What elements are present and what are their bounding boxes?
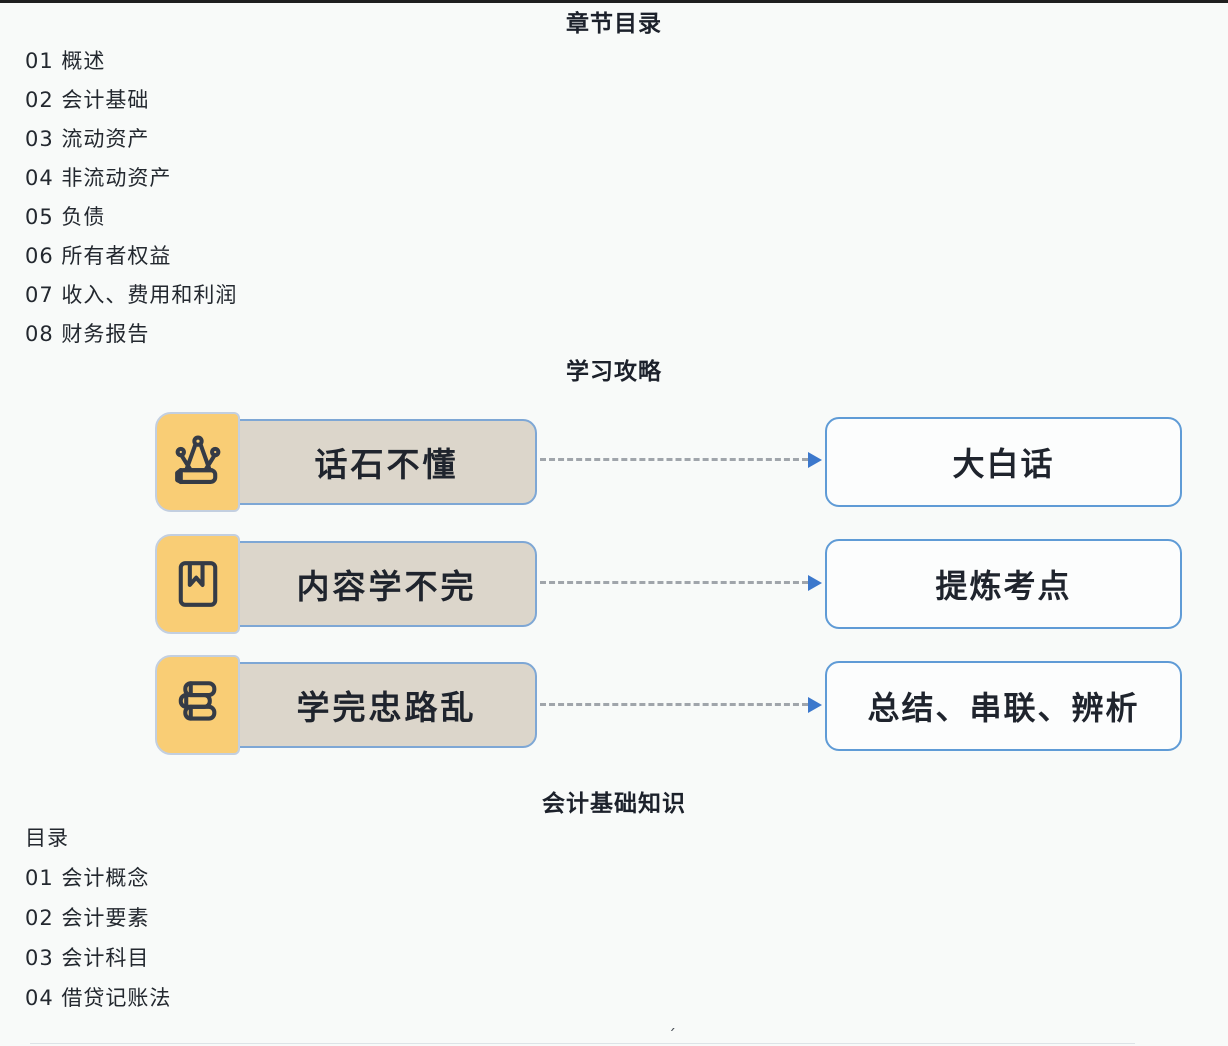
bottom-divider <box>30 1043 1135 1044</box>
strategy-problem-box: 内容学不完 <box>155 534 537 634</box>
list-item: 04 借贷记账法 <box>25 986 172 1010</box>
list-item: 01 会计概念 <box>25 866 150 890</box>
chapter-item: 03 流动资产 <box>25 127 150 151</box>
basics-list: 目录 01 会计概念 02 会计要素 03 会计科目 04 借贷记账法 <box>25 818 171 1018</box>
dashed-connector <box>540 581 808 584</box>
strategy-problem-box: 学完忠路乱 <box>155 655 537 755</box>
list-item: 03 会计科目 <box>25 946 150 970</box>
chapter-list: 01 概述 02 会计基础 03 流动资产 04 非流动资产 05 负债 06 … <box>25 42 237 354</box>
strategy-problem-label: 内容学不完 <box>236 541 537 627</box>
book-bookmark-icon <box>155 534 240 634</box>
strategy-problem-label: 学完忠路乱 <box>236 662 537 748</box>
strategy-problem-label: 话石不懂 <box>236 419 537 505</box>
chapter-directory-title: 章节目录 <box>566 11 662 37</box>
dashed-connector <box>540 458 808 461</box>
crown-book-icon <box>155 412 240 512</box>
chapter-item: 08 财务报告 <box>25 322 150 346</box>
chapter-item: 06 所有者权益 <box>25 244 172 268</box>
strategy-solution-box: 大白话 <box>825 417 1182 507</box>
chapter-item: 07 收入、费用和利润 <box>25 283 238 307</box>
arrow-right-icon <box>808 452 822 468</box>
strategy-solution-box: 总结、串联、辨析 <box>825 661 1182 751</box>
study-strategy-title: 学习攻略 <box>566 359 662 385</box>
chapter-item: 01 概述 <box>25 49 106 73</box>
strategy-problem-box: 话石不懂 <box>155 412 537 512</box>
arrow-right-icon <box>808 575 822 591</box>
chapter-item: 05 负债 <box>25 205 106 229</box>
dashed-connector <box>540 703 808 706</box>
stacked-books-icon <box>155 655 240 755</box>
accent-mark: ´ <box>668 1026 676 1045</box>
arrow-right-icon <box>808 697 822 713</box>
basics-toc-label: 目录 <box>25 826 69 850</box>
list-item: 02 会计要素 <box>25 906 150 930</box>
accounting-basics-title: 会计基础知识 <box>542 791 686 817</box>
top-border-bar <box>0 0 1228 3</box>
chapter-item: 04 非流动资产 <box>25 166 172 190</box>
strategy-solution-box: 提炼考点 <box>825 539 1182 629</box>
chapter-item: 02 会计基础 <box>25 88 150 112</box>
